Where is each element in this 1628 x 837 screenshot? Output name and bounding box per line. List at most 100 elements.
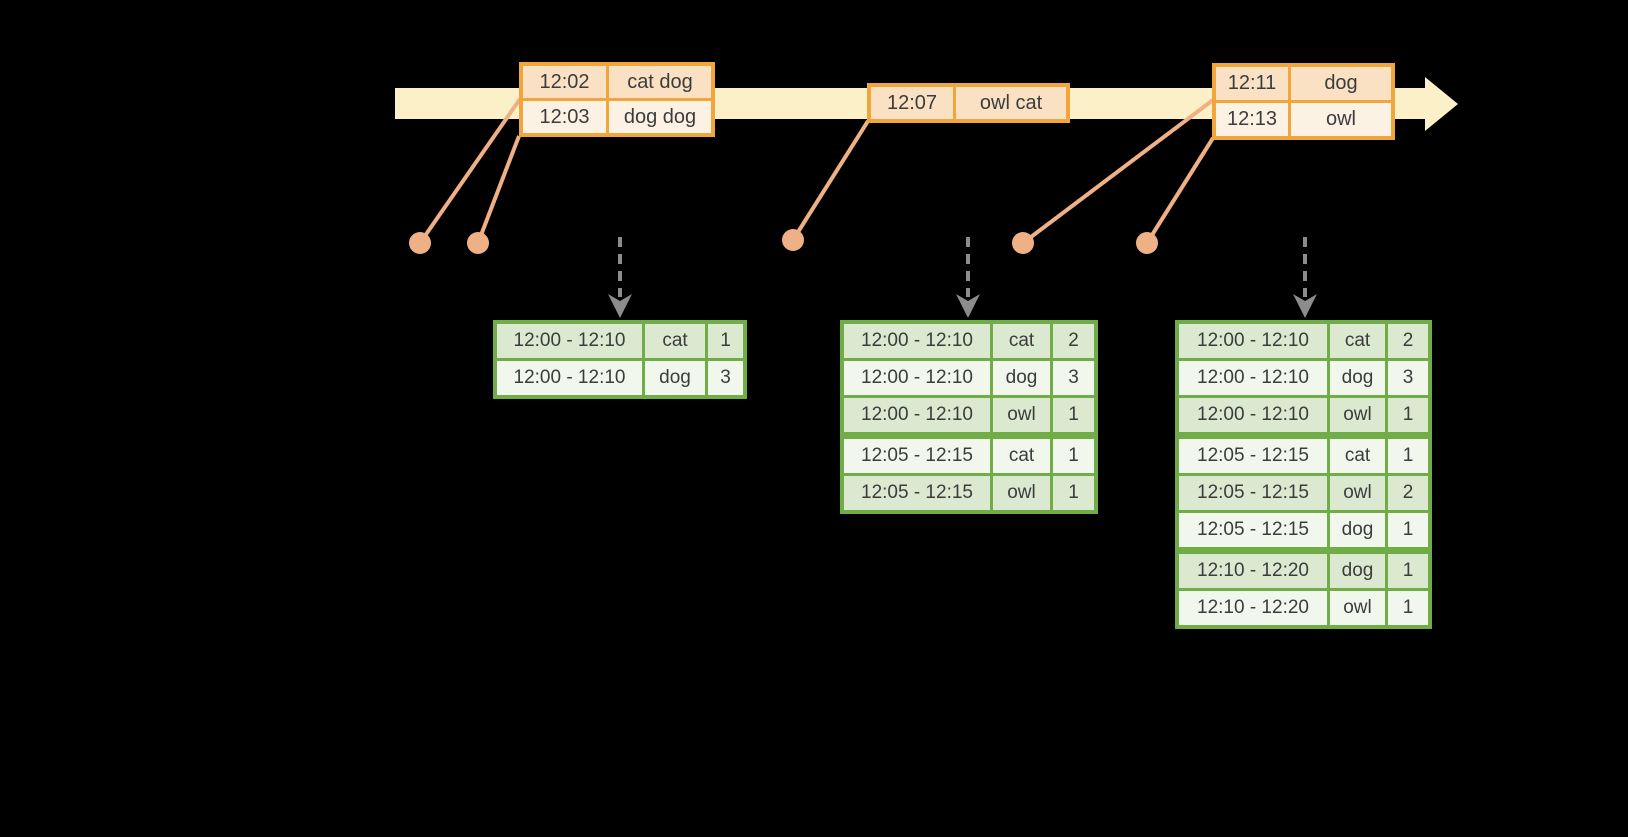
table-row: 12:00 - 12:10 cat 2: [1179, 324, 1428, 358]
connector-line: [1145, 136, 1215, 245]
event-time-dot: [1136, 232, 1158, 254]
count-cell: 3: [1053, 361, 1094, 395]
event-time-cell: 12:11: [1216, 67, 1288, 100]
word-cell: cat: [1330, 324, 1385, 358]
count-cell: 1: [1053, 398, 1094, 432]
table-row: 12:05 - 12:15 owl 1: [844, 476, 1094, 510]
event-time-cell: 12:03: [523, 101, 606, 133]
window-cell: 12:10 - 12:20: [1179, 554, 1327, 588]
count-cell: 1: [1053, 476, 1094, 510]
event-box-1: 12:02 cat dog 12:03 dog dog: [519, 62, 715, 137]
result-table-3: 12:00 - 12:10 cat 2 12:00 - 12:10 dog 3 …: [1175, 320, 1432, 629]
table-row: 12:00 - 12:10 owl 1: [1179, 398, 1428, 432]
count-cell: 1: [1053, 439, 1094, 473]
count-cell: 1: [1388, 513, 1428, 547]
count-cell: 2: [1053, 324, 1094, 358]
connector-line: [476, 135, 521, 244]
window-cell: 12:05 - 12:15: [1179, 513, 1327, 547]
count-cell: 1: [1388, 439, 1428, 473]
event-box-3: 12:11 dog 12:13 owl: [1212, 63, 1395, 140]
table-row: 12:05 - 12:15 owl 2: [1179, 476, 1428, 510]
count-cell: 3: [708, 361, 743, 395]
event-time-cell: 12:02: [523, 66, 606, 98]
result-table-1: 12:00 - 12:10 cat 1 12:00 - 12:10 dog 3: [493, 320, 747, 399]
count-cell: 2: [1388, 324, 1428, 358]
event-words-cell: dog dog: [609, 101, 711, 133]
connector-line: [791, 119, 870, 242]
connector-line: [1021, 98, 1215, 245]
window-cell: 12:00 - 12:10: [497, 361, 642, 395]
event-time-dot: [782, 229, 804, 251]
word-cell: owl: [1330, 591, 1385, 625]
window-cell: 12:00 - 12:10: [844, 324, 990, 358]
table-row: 12:00 - 12:10 owl 1: [844, 398, 1094, 432]
word-cell: cat: [993, 324, 1050, 358]
window-cell: 12:00 - 12:10: [1179, 324, 1327, 358]
window-cell: 12:05 - 12:15: [1179, 476, 1327, 510]
count-cell: 1: [1388, 554, 1428, 588]
event-row: 12:11 dog: [1216, 67, 1391, 100]
word-cell: dog: [645, 361, 705, 395]
window-cell: 12:00 - 12:10: [1179, 398, 1327, 432]
event-time-dot: [467, 232, 489, 254]
table-row: 12:00 - 12:10 cat 1: [497, 324, 743, 358]
event-time-cell: 12:13: [1216, 103, 1288, 136]
count-cell: 1: [1388, 591, 1428, 625]
word-cell: cat: [1330, 439, 1385, 473]
window-cell: 12:00 - 12:10: [497, 324, 642, 358]
trigger-arrowhead-icon: [956, 294, 980, 318]
event-row: 12:07 owl cat: [871, 87, 1066, 119]
window-cell: 12:00 - 12:10: [844, 398, 990, 432]
table-row: 12:10 - 12:20 owl 1: [1179, 591, 1428, 625]
word-cell: owl: [993, 398, 1050, 432]
event-time-dots: [409, 229, 1158, 254]
window-cell: 12:05 - 12:15: [844, 476, 990, 510]
count-cell: 1: [708, 324, 743, 358]
table-row: 12:00 - 12:10 dog 3: [1179, 361, 1428, 395]
connector-lines: [418, 97, 1215, 245]
table-row: 12:00 - 12:10 dog 3: [844, 361, 1094, 395]
word-cell: owl: [993, 476, 1050, 510]
event-row: 12:13 owl: [1216, 103, 1391, 136]
word-cell: dog: [1330, 513, 1385, 547]
timeline-arrowhead-icon: [1425, 77, 1458, 131]
window-cell: 12:00 - 12:10: [844, 361, 990, 395]
event-row: 12:03 dog dog: [523, 101, 711, 133]
event-time-dot: [409, 232, 431, 254]
table-row: 12:00 - 12:10 dog 3: [497, 361, 743, 395]
event-row: 12:02 cat dog: [523, 66, 711, 98]
window-cell: 12:00 - 12:10: [1179, 361, 1327, 395]
word-cell: owl: [1330, 398, 1385, 432]
trigger-arrowhead-icon: [1293, 294, 1317, 318]
table-row: 12:10 - 12:20 dog 1: [1179, 554, 1428, 588]
word-cell: dog: [1330, 361, 1385, 395]
table-row: 12:00 - 12:10 cat 2: [844, 324, 1094, 358]
trigger-arrow-shafts: [618, 237, 1307, 297]
count-cell: 3: [1388, 361, 1428, 395]
word-cell: dog: [1330, 554, 1385, 588]
event-time-dot: [1012, 232, 1034, 254]
window-cell: 12:05 - 12:15: [844, 439, 990, 473]
window-cell: 12:05 - 12:15: [1179, 439, 1327, 473]
word-cell: dog: [993, 361, 1050, 395]
table-row: 12:05 - 12:15 cat 1: [844, 439, 1094, 473]
event-time-cell: 12:07: [871, 87, 953, 119]
count-cell: 2: [1388, 476, 1428, 510]
count-cell: 1: [1388, 398, 1428, 432]
event-words-cell: owl: [1291, 103, 1391, 136]
event-words-cell: cat dog: [609, 66, 711, 98]
event-words-cell: dog: [1291, 67, 1391, 100]
window-cell: 12:10 - 12:20: [1179, 591, 1327, 625]
word-cell: owl: [1330, 476, 1385, 510]
word-cell: cat: [645, 324, 705, 358]
connector-line: [418, 97, 522, 245]
table-row: 12:05 - 12:15 cat 1: [1179, 439, 1428, 473]
word-cell: cat: [993, 439, 1050, 473]
event-words-cell: owl cat: [956, 87, 1066, 119]
trigger-arrowhead-icon: [608, 294, 632, 318]
event-box-2: 12:07 owl cat: [867, 83, 1070, 123]
trigger-arrowheads: [608, 294, 1317, 318]
result-table-2: 12:00 - 12:10 cat 2 12:00 - 12:10 dog 3 …: [840, 320, 1098, 514]
